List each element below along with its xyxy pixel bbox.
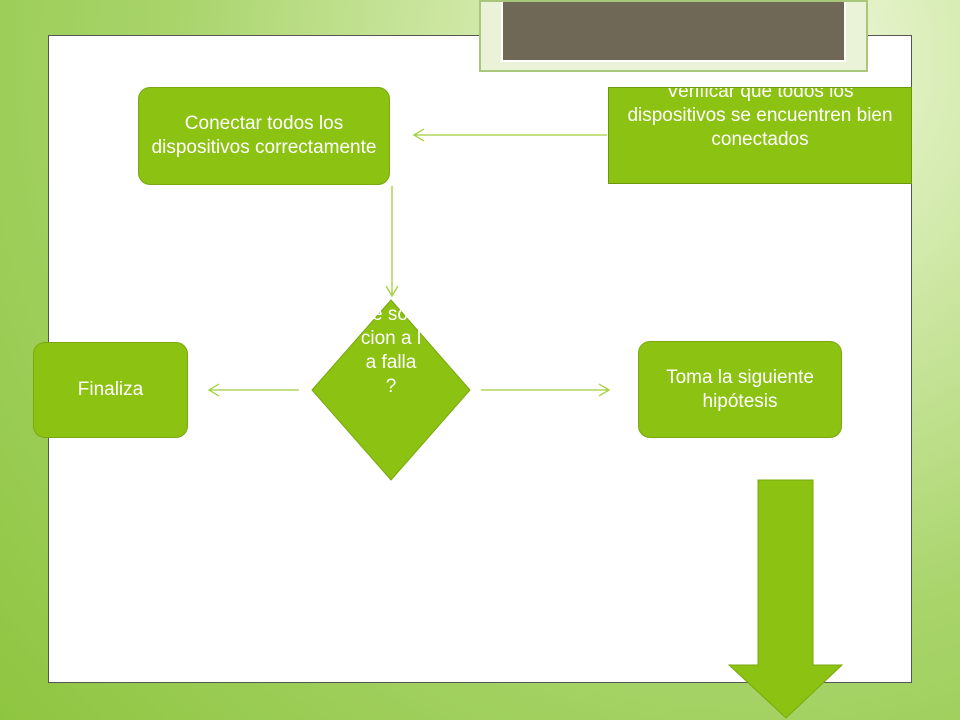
arrow-conectar-to-decision (385, 186, 399, 298)
node-toma-label: Toma la siguiente hipótesis (666, 366, 814, 412)
arrow-decision-to-toma (481, 383, 611, 397)
title-placeholder-frame (479, 0, 868, 72)
node-finaliza-label: Finaliza (77, 379, 144, 400)
node-conectar: Conectar todos los dispositivos correcta… (138, 87, 390, 185)
arrow-verificar-to-conectar (412, 128, 607, 142)
node-toma: Toma la siguiente hipótesis (638, 341, 842, 438)
node-finaliza: Finaliza (33, 342, 188, 438)
decision-diamond (311, 299, 471, 481)
title-placeholder (501, 2, 846, 62)
node-conectar-label: Conectar todos los dispositivos correcta… (151, 113, 377, 158)
decision-label: Se solucion a la falla ? (359, 304, 423, 397)
arrow-decision-to-finaliza (207, 383, 299, 397)
node-verificar-label: Verificar que todos los dispositivos se … (627, 87, 893, 150)
big-down-arrow (727, 479, 844, 719)
node-verificar: Verificar que todos los dispositivos se … (608, 87, 912, 184)
